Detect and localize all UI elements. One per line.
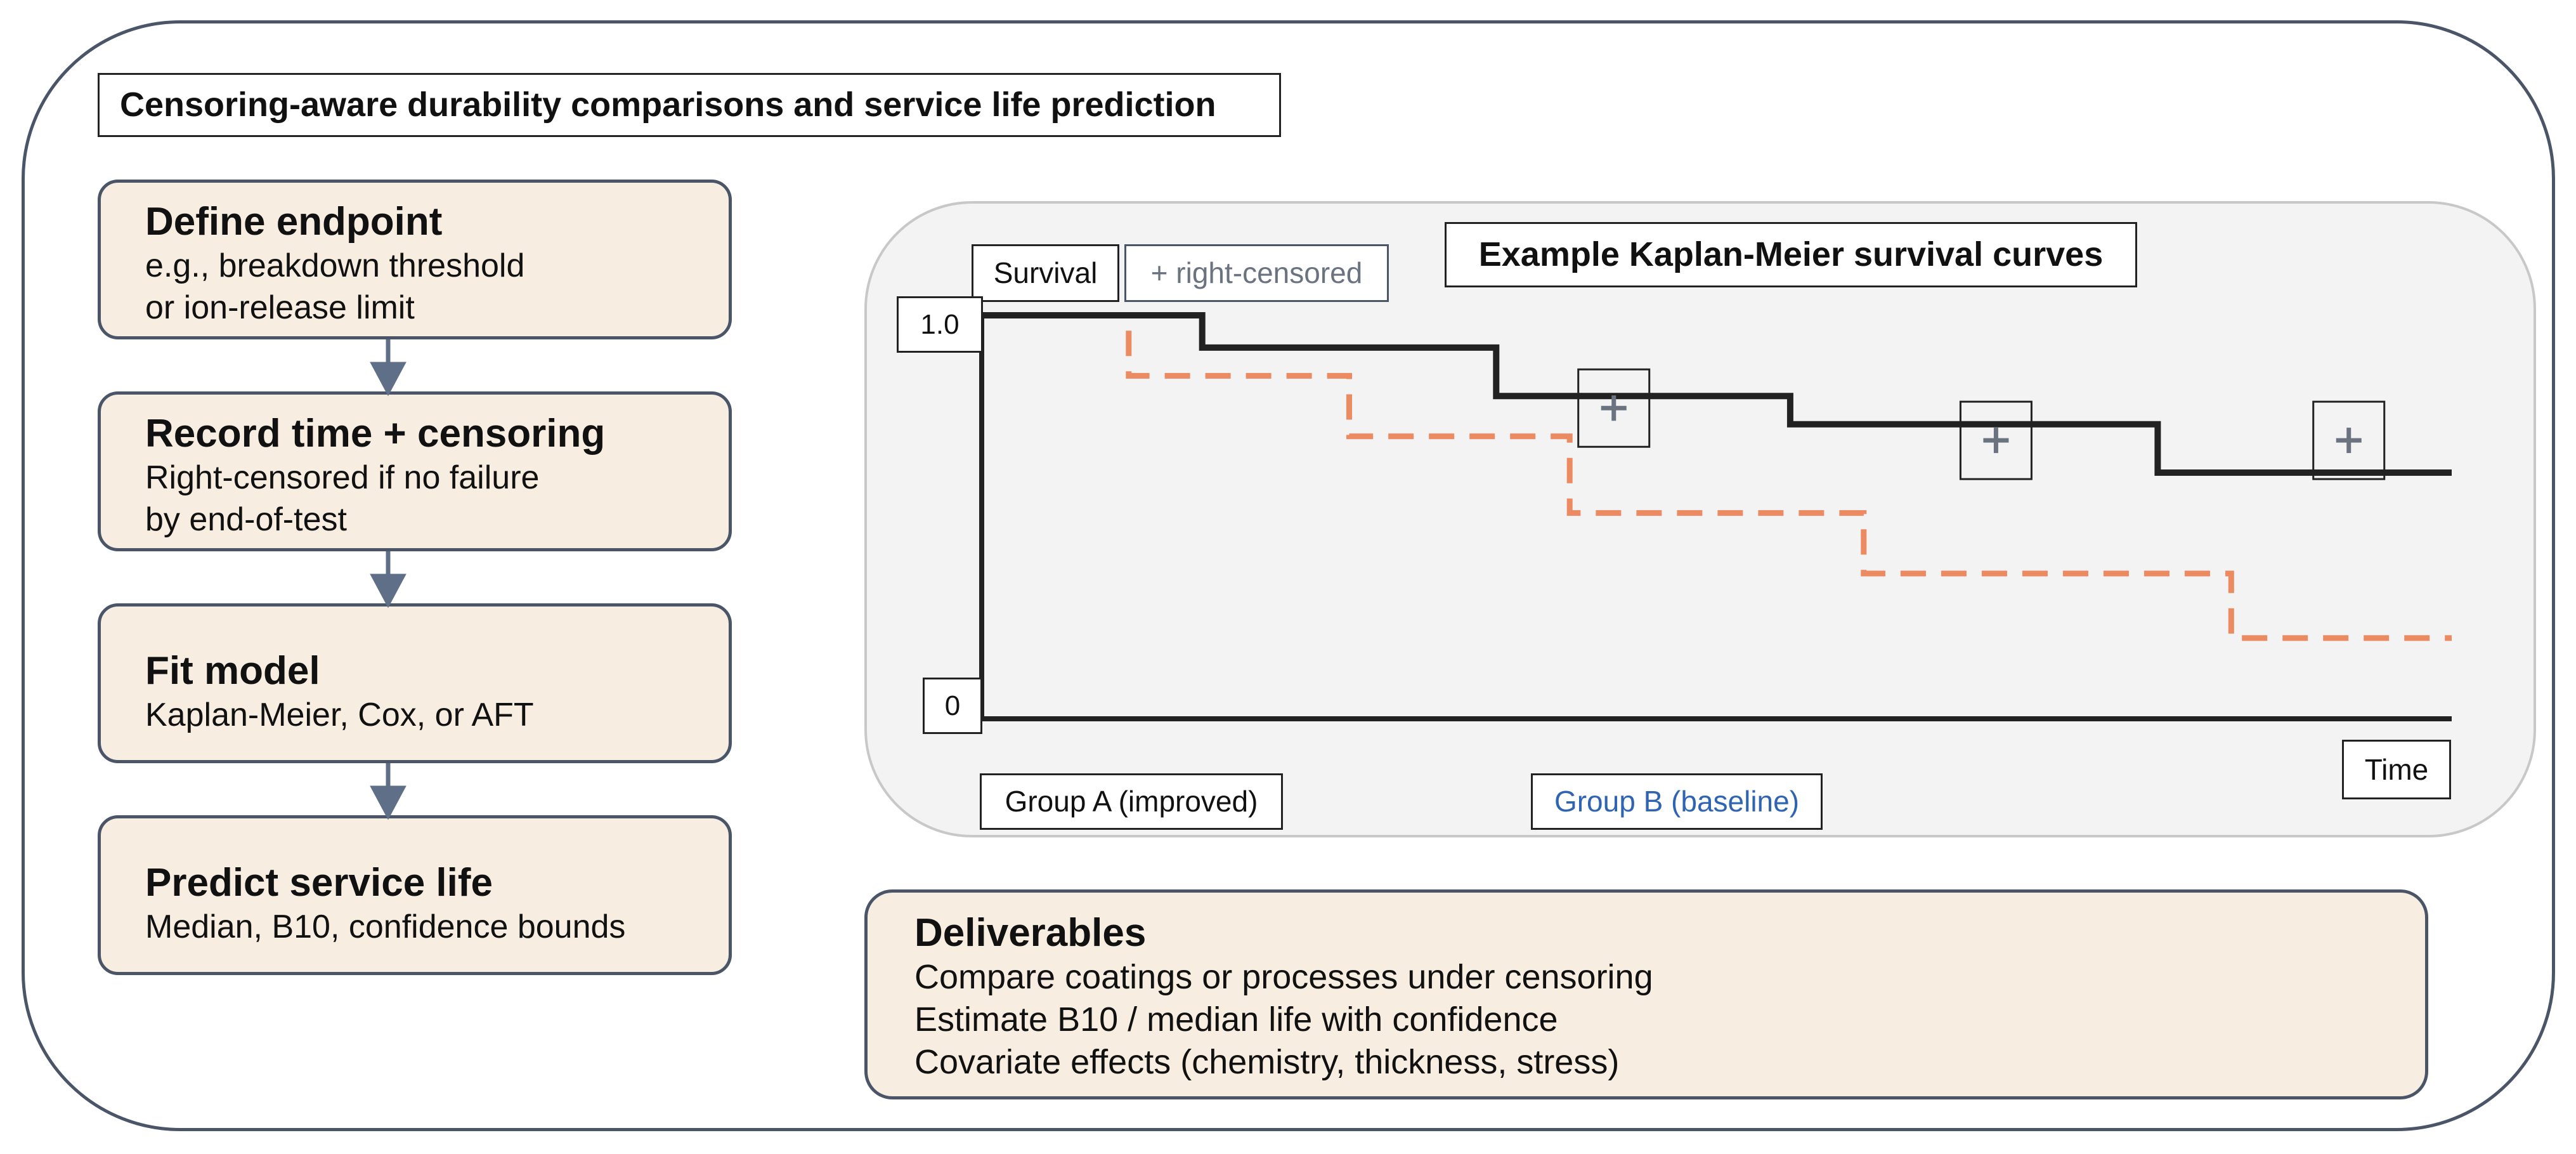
step-detail: or ion-release limit	[145, 289, 415, 326]
step-detail: e.g., breakdown threshold	[145, 247, 525, 284]
deliverables-title: Deliverables	[914, 911, 1147, 955]
step-predict-service-life: Predict service life Median, B10, confid…	[98, 815, 732, 975]
flow-arrow-head	[370, 574, 407, 608]
censor-marker	[2312, 400, 2386, 480]
outer-frame	[22, 20, 2555, 1131]
deliverable-item: Estimate B10 / median life with confiden…	[914, 1000, 1558, 1039]
censor-marker	[1959, 400, 2033, 480]
group-a-survival-curve	[982, 312, 2452, 476]
flow-arrow-head	[370, 785, 407, 820]
diagram-title: Censoring-aware durability comparisons a…	[98, 73, 1281, 137]
step-define-endpoint: Define endpoint e.g., breakdown threshol…	[98, 180, 732, 339]
step-title: Record time + censoring	[145, 412, 606, 456]
legend-group-b: Group B (baseline)	[1531, 773, 1823, 830]
censor-marker-box	[2312, 400, 2386, 480]
step-detail: Right-censored if no failure	[145, 459, 540, 496]
step-detail: Kaplan-Meier, Cox, or AFT	[145, 697, 534, 733]
group-b-survival-curve	[982, 312, 2452, 641]
step-fit-model: Fit model Kaplan-Meier, Cox, or AFT	[98, 603, 732, 763]
chart-title: Example Kaplan-Meier survival curves	[1445, 222, 2137, 287]
y-tick-label: 0	[923, 678, 982, 734]
y-tick-label: 1.0	[897, 296, 983, 353]
step-title: Fit model	[145, 649, 320, 693]
flow-arrow-head	[370, 362, 407, 397]
censor-legend: + right-censored	[1124, 244, 1389, 302]
x-axis-label: Time	[2342, 740, 2451, 799]
chart-panel	[864, 201, 2536, 837]
legend-group-a: Group A (improved)	[980, 773, 1283, 830]
y-axis-label: Survival	[972, 244, 1119, 302]
deliverable-item: Covariate effects (chemistry, thickness,…	[914, 1043, 1620, 1081]
step-detail: Median, B10, confidence bounds	[145, 908, 626, 945]
censor-marker	[1577, 368, 1651, 448]
deliverables-box: Deliverables Compare coatings or process…	[864, 889, 2428, 1099]
censor-marker-box	[1959, 400, 2033, 480]
step-title: Define endpoint	[145, 200, 443, 244]
step-title: Predict service life	[145, 861, 493, 905]
step-record-time-censoring: Record time + censoring Right-censored i…	[98, 391, 732, 551]
deliverable-item: Compare coatings or processes under cens…	[914, 958, 1653, 996]
censor-marker-box	[1577, 368, 1651, 448]
step-detail: by end-of-test	[145, 501, 347, 538]
